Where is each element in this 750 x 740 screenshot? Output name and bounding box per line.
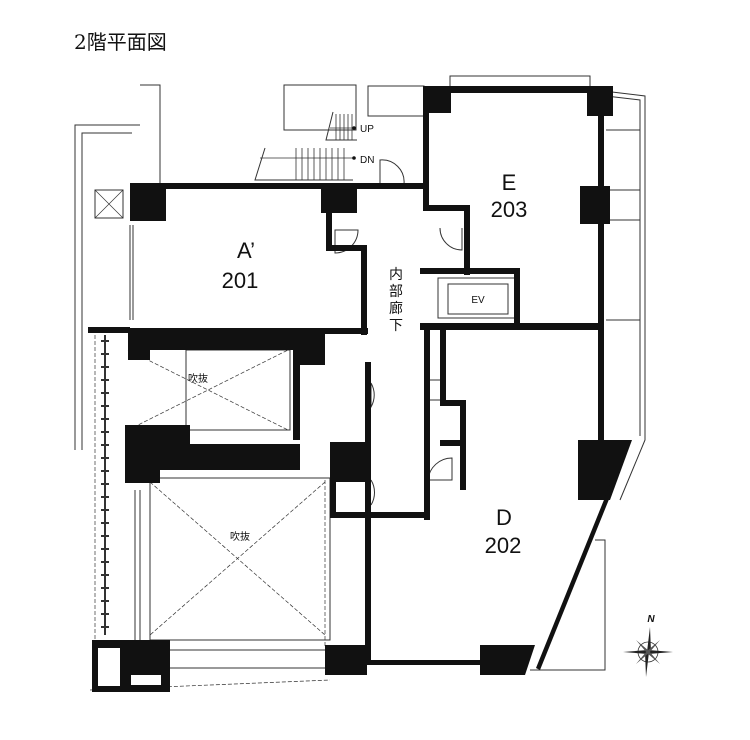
rail-tick bbox=[101, 496, 109, 498]
rail-tick bbox=[101, 405, 109, 407]
rail-tick bbox=[101, 340, 109, 342]
corridor-char: 下 bbox=[389, 317, 403, 333]
void-lower-outline bbox=[149, 477, 331, 641]
elevator-car bbox=[447, 283, 509, 315]
compass-north-label: N bbox=[647, 614, 655, 625]
stair-up-label: UP bbox=[360, 124, 374, 135]
rail-tick bbox=[101, 535, 109, 537]
stair-down-label: DN bbox=[360, 155, 374, 166]
room-a-number: 201 bbox=[222, 268, 259, 293]
page-title: 2階平面図 bbox=[74, 30, 167, 54]
room-a-name: A’ bbox=[237, 238, 255, 263]
rail-tick bbox=[101, 522, 109, 524]
room-d-name: D bbox=[496, 505, 512, 530]
rail-tick bbox=[101, 561, 109, 563]
outline-stair-hall bbox=[283, 84, 357, 131]
rail-tick bbox=[101, 353, 109, 355]
room-e-number: 203 bbox=[491, 197, 528, 222]
corridor-label: 内 部 廊 下 bbox=[389, 266, 403, 333]
rail-tick bbox=[101, 444, 109, 446]
elevator-label: EV bbox=[471, 295, 485, 306]
rail-tick bbox=[101, 457, 109, 459]
rail-tick bbox=[101, 574, 109, 576]
door-stair bbox=[379, 159, 405, 185]
rail-tick bbox=[101, 600, 109, 602]
rail-tick bbox=[101, 483, 109, 485]
walls bbox=[88, 86, 632, 692]
corridor-char: 内 bbox=[389, 266, 403, 282]
door-corridor-2 bbox=[370, 479, 375, 506]
stair-up-outline bbox=[325, 111, 357, 141]
rail-tick bbox=[101, 626, 109, 628]
outline-west-balcony bbox=[74, 124, 140, 450]
corridor-char: 廊 bbox=[389, 300, 403, 316]
shaft-box bbox=[94, 189, 124, 219]
rail-tick bbox=[101, 366, 109, 368]
room-e-name: E bbox=[502, 170, 517, 195]
rail-tick bbox=[101, 470, 109, 472]
rail-tick bbox=[101, 418, 109, 420]
outline-north-left bbox=[140, 84, 161, 185]
rail-tick bbox=[101, 392, 109, 394]
rail-tick bbox=[101, 587, 109, 589]
void-label-upper: 吹抜 bbox=[188, 372, 208, 385]
compass-rose-icon bbox=[623, 627, 673, 677]
door-corridor-1 bbox=[370, 382, 375, 409]
stair-treads bbox=[295, 114, 353, 180]
rail-tick bbox=[101, 548, 109, 550]
corridor-char: 部 bbox=[389, 283, 403, 299]
void-upper-outline bbox=[185, 349, 291, 431]
rail-tick bbox=[101, 613, 109, 615]
rail-tick bbox=[101, 379, 109, 381]
rail-tick bbox=[101, 431, 109, 433]
door-202 bbox=[427, 457, 453, 481]
door-203 bbox=[439, 227, 463, 251]
room-d-number: 202 bbox=[485, 533, 522, 558]
rail-tick bbox=[101, 509, 109, 511]
void-label-lower: 吹抜 bbox=[230, 530, 250, 543]
void-cross-lines bbox=[89, 335, 331, 691]
